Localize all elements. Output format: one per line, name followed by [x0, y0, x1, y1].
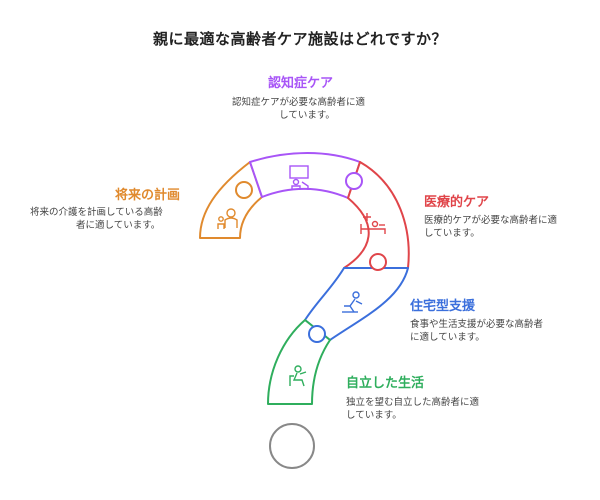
question-dot [269, 423, 315, 469]
desc-line: 将来の介護を計画している高齢 [30, 207, 163, 218]
label-residential-support: 住宅型支援 [410, 299, 476, 314]
desc-dementia-care: 認知症ケアが必要な高齢者に適 しています。 [232, 96, 382, 122]
desc-line: 者に適しています。 [76, 220, 161, 231]
puzzle-knob [345, 172, 363, 190]
kneeling-person-icon [342, 291, 363, 313]
desc-line: しています。 [279, 110, 335, 121]
label-medical-care: 医療的ケア [424, 195, 490, 210]
page-title: 親に最適な高齢者ケア施設はどれですか？ [152, 30, 448, 48]
caregiver-board-icon [289, 165, 309, 190]
desc-line: しています。 [346, 410, 402, 421]
desc-independent-living: 独立を望む自立した高齢者に適 しています。 [346, 396, 516, 422]
segment-future [199, 161, 263, 239]
desc-line: 食事や生活支援が必要な高齢者 [410, 319, 544, 330]
puzzle-knob [308, 325, 326, 343]
desc-line: 医療的ケアが必要な高齢者に適 [424, 215, 558, 226]
puzzle-knob [369, 253, 387, 271]
desc-medical-care: 医療的ケアが必要な高齢者に適 しています。 [424, 214, 584, 240]
desc-line: しています。 [424, 228, 480, 239]
desc-future-planning: 将来の介護を計画している高齢 者に適しています。 [30, 206, 190, 232]
desc-line: 認知症ケアが必要な高齢者に適 [232, 97, 366, 108]
label-dementia-care: 認知症ケア [268, 76, 334, 91]
desc-line: に適しています。 [410, 332, 485, 343]
label-independent-living: 自立した生活 [346, 376, 425, 391]
family-icon [217, 208, 238, 229]
puzzle-knob [235, 181, 253, 199]
relaxing-person-icon [289, 365, 307, 387]
desc-line: 独立を望む自立した高齢者に適 [346, 397, 480, 408]
desc-residential-support: 食事や生活支援が必要な高齢者 に適しています。 [410, 318, 580, 344]
hospital-bed-icon [360, 213, 386, 234]
segment-dementia [249, 152, 361, 199]
label-future-planning: 将来の計画 [114, 188, 180, 203]
